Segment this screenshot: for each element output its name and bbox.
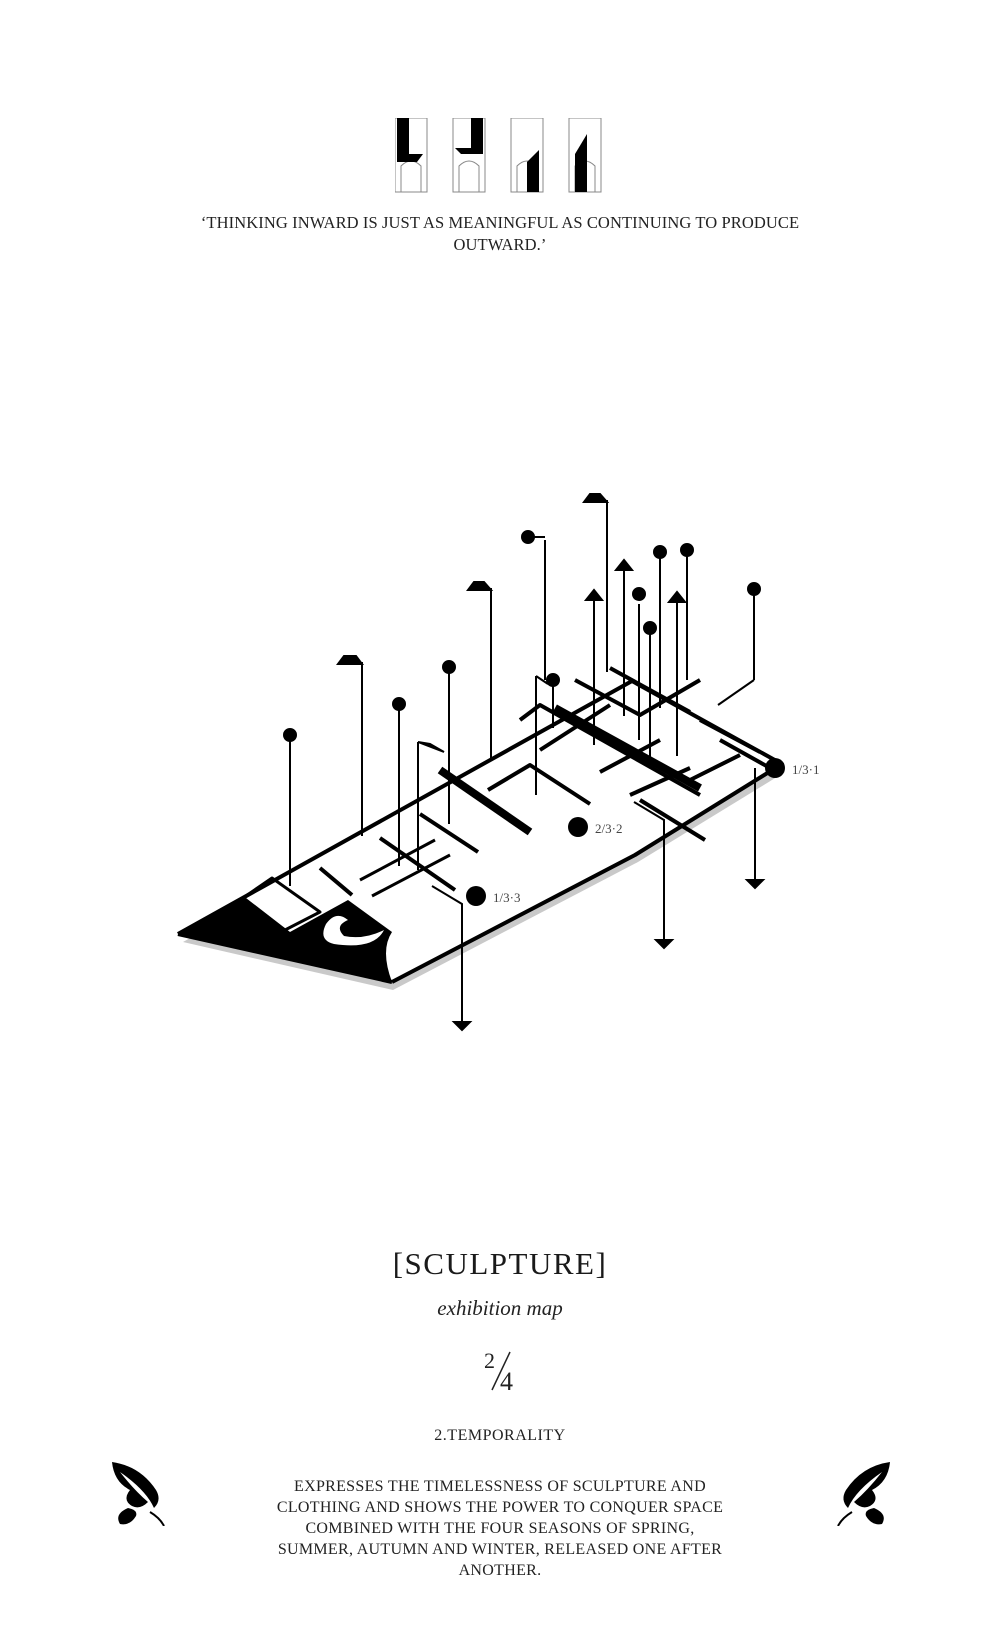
sculpture-pins: [283, 530, 761, 886]
zone-marker-1: 1/3·1: [765, 758, 819, 778]
page-numerator: 2: [484, 1348, 495, 1373]
down-arrows: [431, 768, 766, 1032]
door-sequence-glyph-icon: [395, 118, 602, 193]
zone-marker-3: 1/3·3: [466, 886, 520, 906]
leaf-swirl-icon: [837, 1462, 890, 1526]
entrance-wedge: [180, 898, 392, 982]
section-description: EXPRESSES THE TIMELESSNESS OF SCULPTURE …: [276, 1478, 724, 1579]
header-quote: ‘THINKING INWARD IS JUST AS MEANINGFUL A…: [200, 213, 800, 254]
zone-1-dot: [765, 758, 785, 778]
zone-3-dot: [466, 886, 486, 906]
page-title: [SCULPTURE]: [392, 1246, 608, 1281]
zone-2-label: 2/3·2: [595, 821, 622, 836]
zone-marker-2: 2/3·2: [568, 817, 622, 837]
section-heading: 2.TEMPORALITY: [434, 1427, 566, 1444]
zone-1-label: 1/3·1: [792, 762, 819, 777]
zone-2-dot: [568, 817, 588, 837]
leaf-swirl-icon: [112, 1462, 165, 1526]
page-subtitle: exhibition map: [437, 1296, 563, 1320]
page-denominator: 4: [500, 1367, 513, 1396]
flag-markers: [336, 493, 688, 870]
zone-3-label: 1/3·3: [493, 890, 520, 905]
page-fraction-slash: [491, 1351, 511, 1391]
page-number: 2 4: [484, 1348, 513, 1396]
